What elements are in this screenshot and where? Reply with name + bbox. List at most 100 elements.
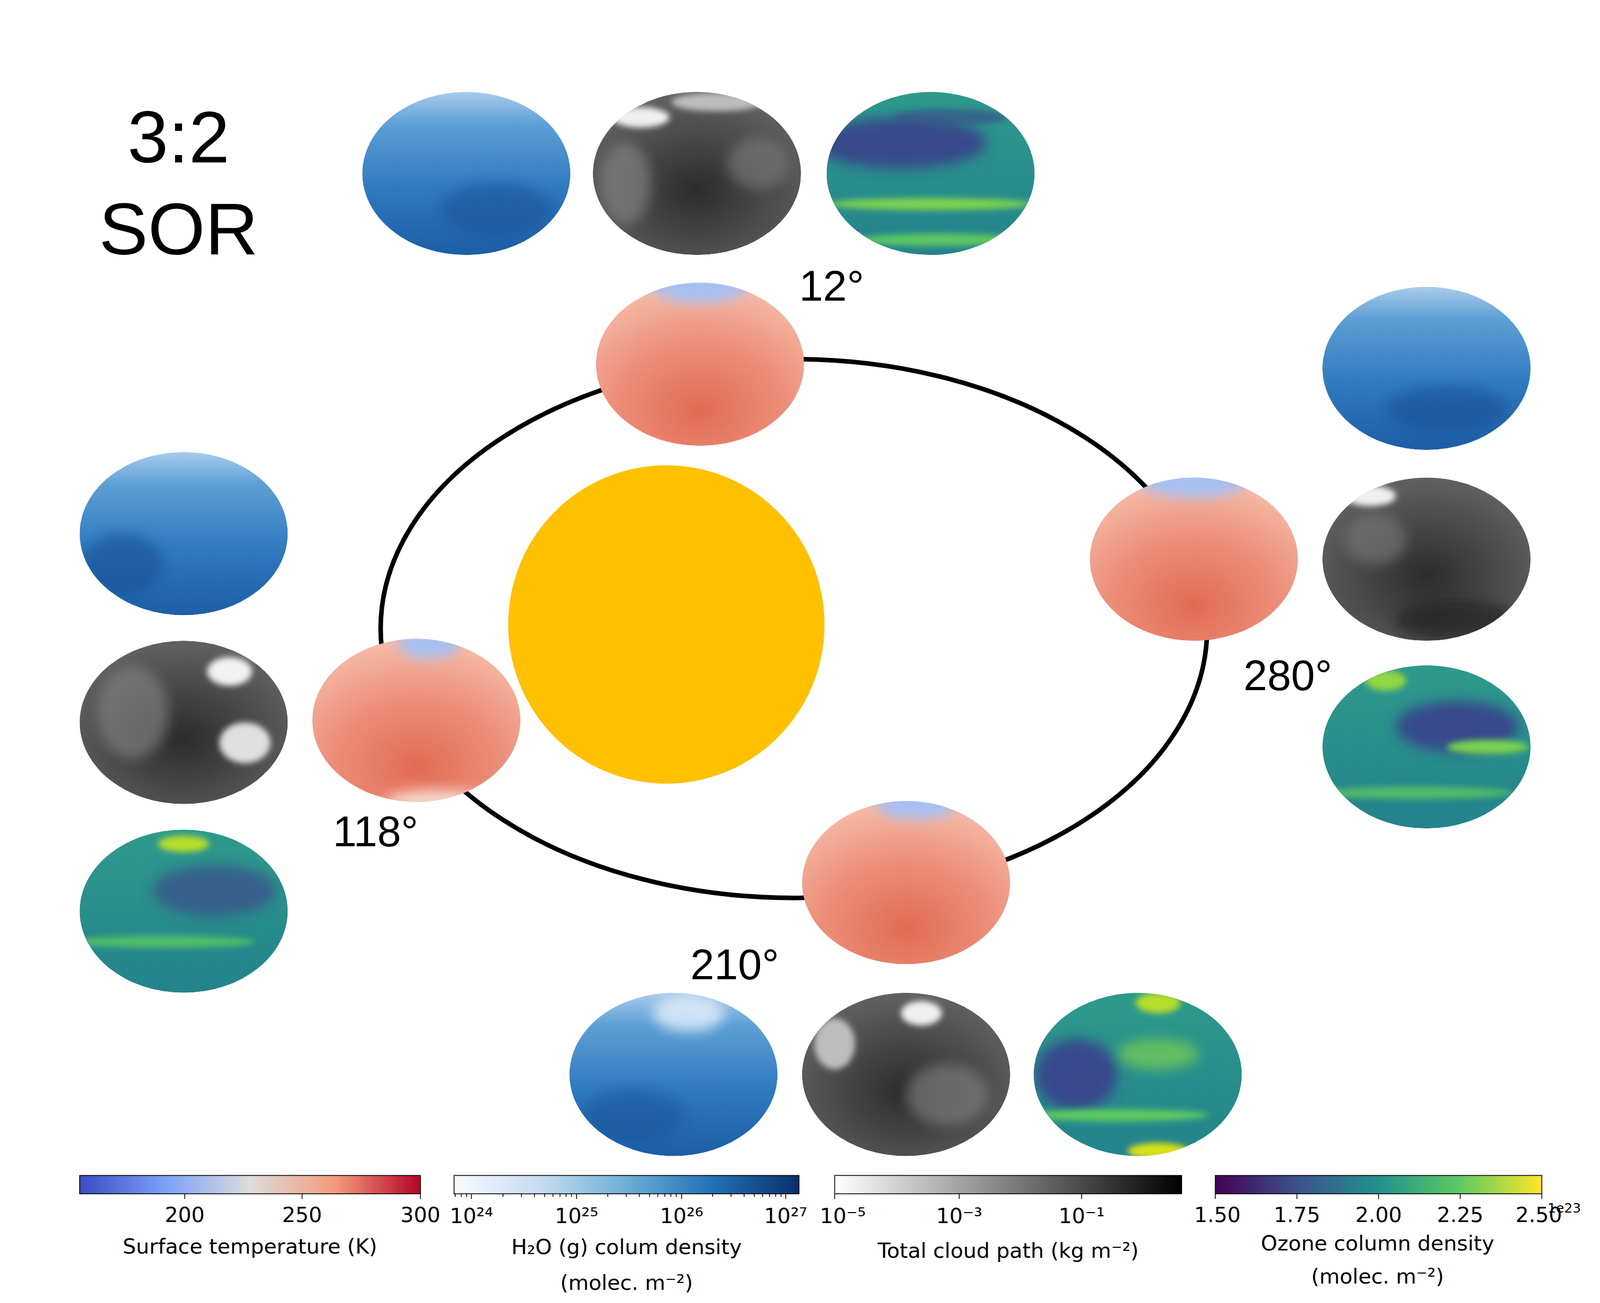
illustration-part bbox=[544, 1193, 546, 1197]
illustration-part bbox=[1089, 477, 1298, 642]
illustration-part bbox=[520, 1193, 522, 1197]
illustration-part bbox=[762, 1193, 764, 1197]
illustration-part bbox=[768, 1193, 771, 1197]
illustration-part bbox=[712, 1193, 714, 1197]
illustration-part bbox=[1396, 599, 1519, 641]
ozone-colorbar bbox=[1215, 1175, 1542, 1194]
tick-label: 10⁻¹ bbox=[1058, 1204, 1105, 1229]
illustration-part bbox=[1365, 670, 1407, 691]
illustration-part bbox=[79, 452, 288, 616]
tick-label: 10²⁵ bbox=[555, 1204, 599, 1229]
illustration-part bbox=[649, 262, 752, 304]
illustration-part bbox=[569, 992, 778, 1157]
tick-label: 10²⁶ bbox=[660, 1204, 704, 1229]
illustration-part bbox=[802, 801, 1011, 965]
water-vapour-globe bbox=[362, 91, 571, 256]
water-vapour-globe bbox=[1322, 286, 1531, 450]
illustration-part bbox=[834, 1193, 836, 1199]
illustration-part bbox=[681, 1193, 683, 1199]
illustration-part bbox=[670, 1193, 672, 1197]
illustration-part bbox=[79, 640, 288, 805]
orbit-phase-label: 12° bbox=[799, 261, 865, 311]
cloud-colorbar bbox=[834, 1175, 1182, 1194]
tick-label: 2.00 bbox=[1355, 1203, 1402, 1228]
illustration-part bbox=[1296, 1193, 1298, 1199]
illustration-part bbox=[895, 109, 1008, 126]
illustration-part bbox=[1541, 1193, 1543, 1199]
illustration-part bbox=[1033, 992, 1243, 1157]
illustration-part bbox=[71, 935, 255, 948]
illustration-part bbox=[802, 992, 1011, 1157]
illustration-part bbox=[1447, 739, 1529, 754]
illustration-part bbox=[639, 1193, 641, 1197]
tick-label: 10²⁴ bbox=[449, 1204, 494, 1229]
illustration-part bbox=[184, 1193, 186, 1199]
illustration-part bbox=[454, 1193, 456, 1197]
star-disc bbox=[508, 465, 825, 784]
illustration-part bbox=[502, 1193, 504, 1197]
illustration-part bbox=[1345, 513, 1407, 564]
orbit-phase-label: 280° bbox=[1243, 650, 1333, 701]
tick-label: 250 bbox=[282, 1203, 323, 1228]
tick-label: 10²⁷ bbox=[764, 1204, 808, 1229]
illustration-part bbox=[664, 1193, 666, 1197]
cloud-globe bbox=[1322, 477, 1531, 642]
illustration-part bbox=[775, 1193, 777, 1197]
orbit-phase-label: 210° bbox=[690, 939, 779, 990]
illustration-part bbox=[875, 786, 958, 820]
illustration-part bbox=[312, 638, 521, 803]
illustration-part bbox=[466, 1193, 468, 1197]
ozone-globe bbox=[1319, 665, 1531, 829]
colorbar-ticks bbox=[184, 1193, 1542, 1199]
illustration-part bbox=[826, 91, 1035, 256]
tick-label: 1.75 bbox=[1273, 1203, 1321, 1228]
cloud-globe bbox=[802, 992, 1011, 1157]
water-vapour-globe bbox=[79, 452, 288, 616]
illustration-part bbox=[460, 1193, 463, 1197]
illustration-part bbox=[626, 1193, 628, 1197]
illustration-part bbox=[727, 137, 789, 189]
tick-label: 200 bbox=[164, 1203, 205, 1228]
illustration-part bbox=[1127, 1142, 1189, 1160]
cloud-globe bbox=[79, 640, 288, 805]
illustration-part bbox=[559, 1193, 561, 1197]
illustration-part bbox=[1214, 1193, 1216, 1199]
illustration-part bbox=[570, 1193, 572, 1197]
illustration-part bbox=[576, 1193, 578, 1199]
illustration-part bbox=[958, 1193, 960, 1199]
illustration-part bbox=[534, 1193, 536, 1197]
illustration-part bbox=[657, 1193, 659, 1197]
illustration-part bbox=[730, 1193, 732, 1197]
illustration-part bbox=[814, 1018, 856, 1070]
illustration-part bbox=[780, 1193, 782, 1197]
illustration-part bbox=[1345, 485, 1397, 507]
illustration-part bbox=[158, 835, 210, 853]
ozone-globe bbox=[1025, 992, 1243, 1160]
illustration-part bbox=[1035, 1038, 1117, 1111]
cloud-globe bbox=[592, 91, 802, 256]
illustration-part bbox=[79, 829, 288, 993]
illustration-part bbox=[592, 91, 802, 256]
tick-label: 300 bbox=[400, 1203, 441, 1228]
water-vapour-globe bbox=[569, 992, 778, 1157]
illustration-part bbox=[900, 1000, 942, 1026]
illustration-part bbox=[470, 1193, 473, 1199]
ozone-globe bbox=[813, 91, 1035, 256]
temperature-colorbar bbox=[79, 1175, 420, 1194]
illustration-part bbox=[1385, 386, 1509, 432]
illustration-part bbox=[675, 1193, 678, 1197]
colorbar-title: Ozone column density (molec. m⁻²) bbox=[1254, 1226, 1502, 1294]
colorbar-title: H₂O (g) colum density (molec. m⁻²) bbox=[511, 1229, 743, 1301]
illustration-part bbox=[419, 1193, 422, 1199]
water-colorbar bbox=[454, 1175, 799, 1194]
illustration-part bbox=[440, 183, 554, 235]
illustration-part bbox=[1322, 286, 1531, 450]
colorbar-title: Total cloud path (kg m⁻²) bbox=[877, 1238, 1140, 1264]
planet-globe bbox=[312, 626, 521, 810]
illustration-part bbox=[859, 233, 1023, 246]
illustration-part bbox=[219, 722, 271, 764]
illustration-part bbox=[649, 1193, 651, 1197]
orbit-phase-label: 118° bbox=[332, 806, 419, 857]
illustration-part bbox=[96, 666, 169, 759]
